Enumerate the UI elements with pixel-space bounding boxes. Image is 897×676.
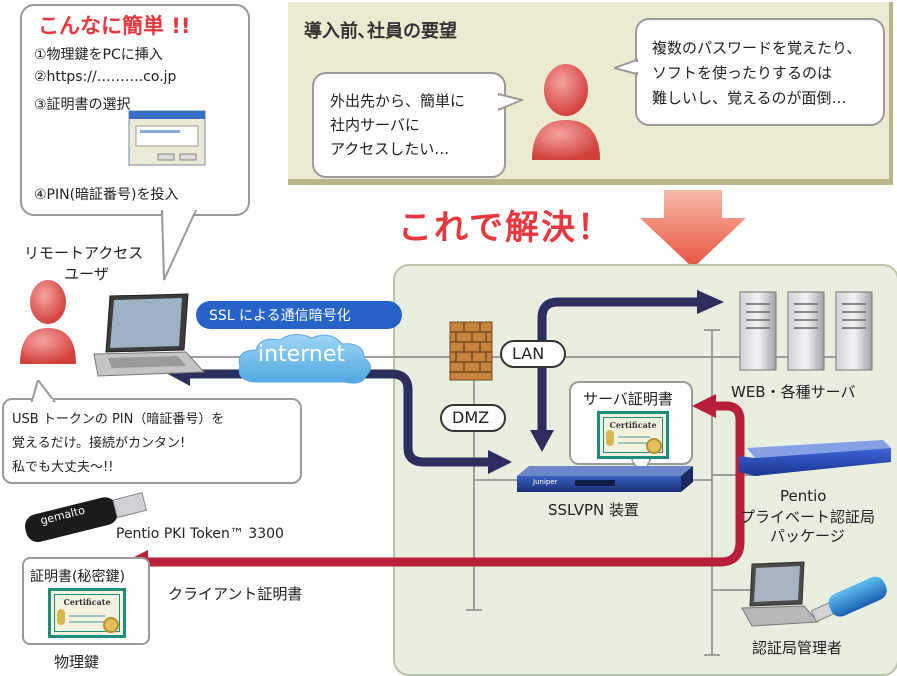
- client-cert-word: Certificate: [63, 597, 111, 607]
- pca-line2: プライベート認証局: [740, 508, 876, 526]
- client-cert-arrow-label: クライアント証明書: [168, 585, 303, 603]
- step-1: ①物理鍵をPCに挿入: [34, 47, 163, 63]
- physical-key-label: 物理鍵: [54, 653, 100, 671]
- server-cert-word: Certificate: [609, 420, 657, 430]
- ssl-encryption-pill: [196, 301, 402, 329]
- sslvpn-label: SSLVPN 装置: [548, 501, 640, 519]
- employee-wish-bubble-left: [312, 72, 506, 178]
- user-comment-bubble-tail: [30, 380, 57, 402]
- bubble-tail-right: [614, 58, 638, 76]
- remote-user-person-icon: [20, 280, 76, 364]
- step-2: ②https://……….co.jp: [34, 69, 177, 85]
- employee-worry-line1: 複数のパスワードを覚えたり、: [652, 39, 862, 57]
- user-comment-line1: USB トークンの PIN（暗証番号）を: [12, 412, 225, 427]
- ssl-label: SSL による通信暗号化: [209, 308, 351, 324]
- step-4: ④PIN(暗証番号)を投入: [34, 187, 179, 203]
- employee-wish-line2: 社内サーバに: [330, 116, 420, 134]
- remote-user-label-1: リモートアクセス: [24, 244, 144, 262]
- solution-banner: これで解決！: [398, 208, 613, 248]
- private-ca-appliance-icon: [739, 440, 891, 476]
- internet-label: internet: [258, 342, 345, 367]
- employee-wish-line3: アクセスしたい…: [330, 140, 450, 158]
- admin-label: 認証局管理者: [752, 639, 843, 657]
- bubble-tail-left: [498, 92, 524, 112]
- employee-worry-line3: 難しいし、覚えるのが面倒…: [652, 89, 847, 107]
- sslvpn-brand: Juniper: [533, 478, 558, 486]
- pki-token-icon: [25, 492, 148, 543]
- easy-steps-bubble-tail: [160, 210, 198, 281]
- pca-line3: パッケージ: [770, 527, 845, 545]
- pca-line1: Pentio: [780, 487, 827, 505]
- admin-laptop-icon: [741, 561, 820, 627]
- admin-usb-token-icon: [810, 576, 887, 623]
- user-comment-line3: 私でも大丈夫～!!: [12, 460, 114, 475]
- easy-steps-headline: こんなに簡単 !!: [38, 14, 191, 38]
- remote-user-laptop-icon: [93, 293, 206, 377]
- lan-label: LAN: [512, 344, 545, 363]
- step-3: ③証明書の選択: [34, 97, 131, 113]
- server-cert-title: サーバ証明書: [583, 390, 673, 408]
- internet-cloud-icon: [238, 334, 371, 384]
- dmz-label: DMZ: [452, 408, 490, 427]
- token-label: Pentio PKI Token™ 3300: [116, 526, 284, 542]
- sslvpn-appliance-icon: [517, 466, 693, 492]
- server-certificate-icon: Certificate: [597, 411, 669, 459]
- certificate-dialog-thumbnail: [128, 110, 206, 166]
- employee-wish-bubble-right: [635, 18, 885, 126]
- dmz-pill: [440, 404, 506, 432]
- web-servers-icon: [739, 291, 873, 371]
- lan-pill: [500, 340, 566, 368]
- user-comment-line2: 覚えるだけ。接続がカンタン!: [12, 436, 186, 451]
- before-panel-title: 導入前､社員の要望: [304, 21, 457, 42]
- employee-worry-line2: ソフトを使ったりするのは: [652, 64, 833, 82]
- easy-steps-bubble: [20, 4, 250, 216]
- employee-person-icon: [532, 64, 600, 160]
- servers-label: WEB・各種サーバ: [731, 383, 856, 401]
- solution-down-arrow-icon: [640, 190, 746, 268]
- client-certificate-icon: Certificate: [48, 588, 126, 638]
- firewall-icon: [449, 321, 493, 381]
- client-cert-box-title: 証明書(秘密鍵): [30, 569, 125, 585]
- employee-wish-line1: 外出先から、簡単に: [330, 92, 466, 110]
- user-comment-bubble: [2, 398, 302, 484]
- remote-user-label-2: ユーザ: [64, 265, 109, 283]
